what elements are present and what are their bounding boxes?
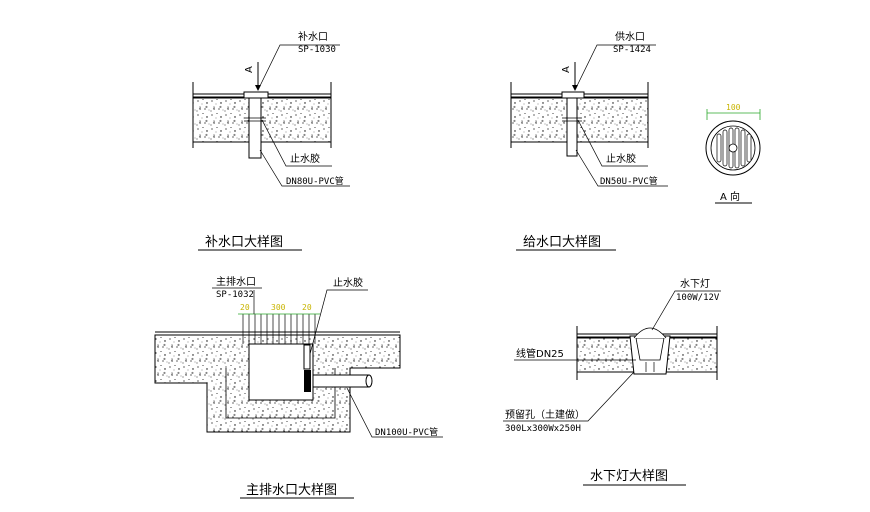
detail-title: 给水口大样图 xyxy=(523,235,601,250)
center-screw xyxy=(728,143,738,153)
light-lens xyxy=(633,327,667,339)
grille-slots xyxy=(716,127,752,169)
supply-water-inlet-detail: A 供水口 SP-1424 止水胶 DN50U-PVC管 给水口大样图 xyxy=(510,30,668,251)
leader-pipe xyxy=(346,387,443,438)
underwater-light-detail: 水下灯 100W/12V 线管DN25 预留孔（土建做） 300Lx300Wx2… xyxy=(503,278,721,486)
section-marker: A xyxy=(561,66,572,73)
detail-title: 水下灯大样图 xyxy=(590,469,668,484)
dim-right: 20 xyxy=(302,303,312,312)
view-caption: A 向 xyxy=(720,190,740,203)
dim-left: 20 xyxy=(240,303,250,312)
makeup-water-inlet-detail: A 补水口 SP-1030 止水胶 DN80U-PVC管 补水口大样图 xyxy=(192,30,350,251)
inlet-fitting-flange xyxy=(243,91,269,99)
section-marker: A xyxy=(244,66,255,73)
leader-pipe xyxy=(259,149,350,187)
leader-waterstop xyxy=(261,119,332,167)
waterstop-collar xyxy=(304,370,311,392)
fitting-label: 补水口 xyxy=(298,30,328,43)
fitting-label: 主排水口 xyxy=(216,275,256,288)
opening-size: 300Lx300Wx250H xyxy=(505,424,581,434)
detail-title: 补水口大样图 xyxy=(205,235,283,250)
pipe-end xyxy=(365,374,373,388)
fitting-code: SP-1032 xyxy=(216,290,254,300)
pipe-label: DN100U-PVC管 xyxy=(375,426,438,438)
leader-fitting xyxy=(574,44,656,91)
sump-inner-wall xyxy=(225,368,336,419)
conduit-label: 线管DN25 xyxy=(516,347,564,360)
main-drain-detail: 20 300 20 主排水口 SP-1032 止水胶 DN100U-PVC管 主… xyxy=(154,275,443,499)
fitting-spec: 100W/12V xyxy=(676,293,720,303)
waterstop-label: 止水胶 xyxy=(606,152,636,165)
pvc-pipe xyxy=(248,97,262,159)
fitting-label: 供水口 xyxy=(615,30,645,43)
dim-mid: 300 xyxy=(271,303,286,312)
pipe-label: DN50U-PVC管 xyxy=(600,175,658,187)
inlet-fitting-flange xyxy=(561,91,585,99)
waterstop-label: 止水胶 xyxy=(290,152,320,165)
pvc-pipe xyxy=(312,374,370,388)
light-housing xyxy=(635,337,665,361)
dimension-value: 100 xyxy=(726,103,741,112)
drain-box xyxy=(248,343,314,401)
view-a-plan: 100 A 向 xyxy=(705,103,761,204)
waterstop-label: 止水胶 xyxy=(333,276,363,289)
concrete-slab xyxy=(510,97,649,143)
fitting-code: SP-1030 xyxy=(298,45,336,55)
leader-fitting xyxy=(651,290,721,331)
detail-title: 主排水口大样图 xyxy=(246,483,337,498)
waterstop-seal xyxy=(303,344,311,370)
leader-opening xyxy=(503,371,635,422)
opening-label: 预留孔（土建做） xyxy=(505,408,585,421)
leader-waterstop xyxy=(309,289,368,355)
pipe-label: DN80U-PVC管 xyxy=(286,175,344,187)
leader-fitting xyxy=(257,44,340,91)
fitting-code: SP-1424 xyxy=(613,45,651,55)
fitting-label: 水下灯 xyxy=(680,278,710,290)
leader-waterstop xyxy=(577,119,648,167)
leader-pipe xyxy=(575,149,668,187)
pvc-pipe xyxy=(566,97,578,157)
drain-grate xyxy=(242,314,316,344)
